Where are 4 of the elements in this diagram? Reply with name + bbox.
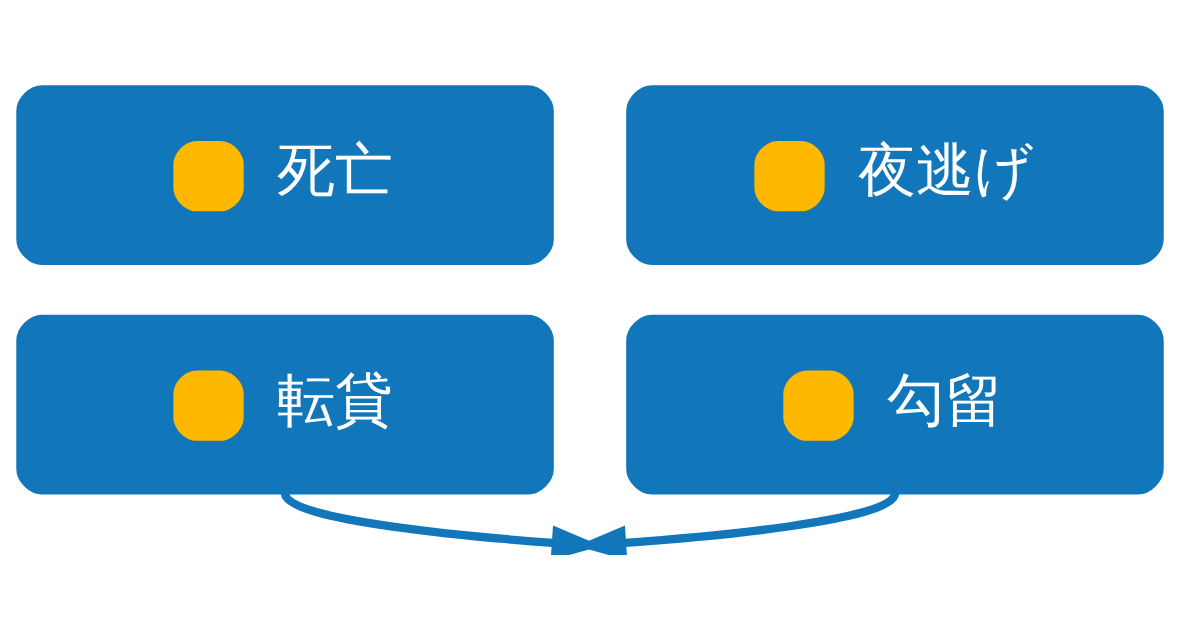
node-box: 転貸 — [16, 314, 554, 495]
node-box: 死亡 — [16, 85, 554, 266]
node-box: 夜逃げ — [626, 85, 1164, 266]
node-box: 勾留 — [626, 314, 1164, 495]
